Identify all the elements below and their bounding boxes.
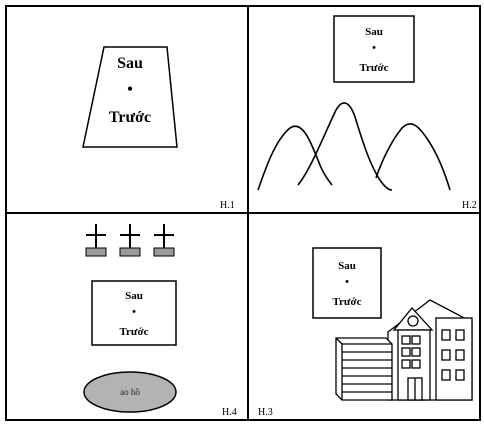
- panel-h3: Sau • Trước: [258, 247, 473, 418]
- grave-icon: [85, 224, 107, 257]
- sign-top-text: Sau: [117, 55, 143, 72]
- sign-bottom-text: Trước: [120, 326, 149, 338]
- mountain-range-icon: [257, 102, 451, 191]
- lake-label: ao hồ: [120, 387, 140, 397]
- trapezoid-sign: [82, 46, 178, 148]
- sign-box: [91, 280, 177, 346]
- sign-top-text: Sau: [338, 260, 356, 272]
- sign-top-text: Sau: [125, 290, 143, 302]
- grave-icon: [119, 224, 141, 257]
- sign-bottom-text: Trước: [109, 109, 151, 126]
- sign-top-text: Sau: [365, 26, 383, 38]
- sign-bottom-text: Trước: [333, 296, 362, 308]
- sign-dot: •: [372, 42, 376, 54]
- panel-h4: Sau • Trước ao hồ H.4: [83, 224, 237, 418]
- grave-icon: [153, 224, 175, 257]
- sign-bottom-text: Trước: [360, 62, 389, 74]
- lake-icon: ao hồ: [83, 371, 177, 413]
- building-icon: [335, 299, 473, 401]
- sign-dot: •: [132, 306, 136, 318]
- panel-h2: Sau • Trước H.2: [257, 15, 477, 211]
- sign-dot: •: [127, 81, 133, 98]
- sign-box: [312, 247, 382, 319]
- sign-dot: •: [345, 276, 349, 288]
- panel-label: H.3: [258, 407, 273, 418]
- panel-label: H.2: [462, 200, 477, 211]
- panel-label: H.1: [220, 200, 235, 211]
- panel-label: H.4: [222, 407, 237, 418]
- sign-box: [333, 15, 415, 83]
- panel-h1: Sau • Trước H.1: [82, 46, 235, 211]
